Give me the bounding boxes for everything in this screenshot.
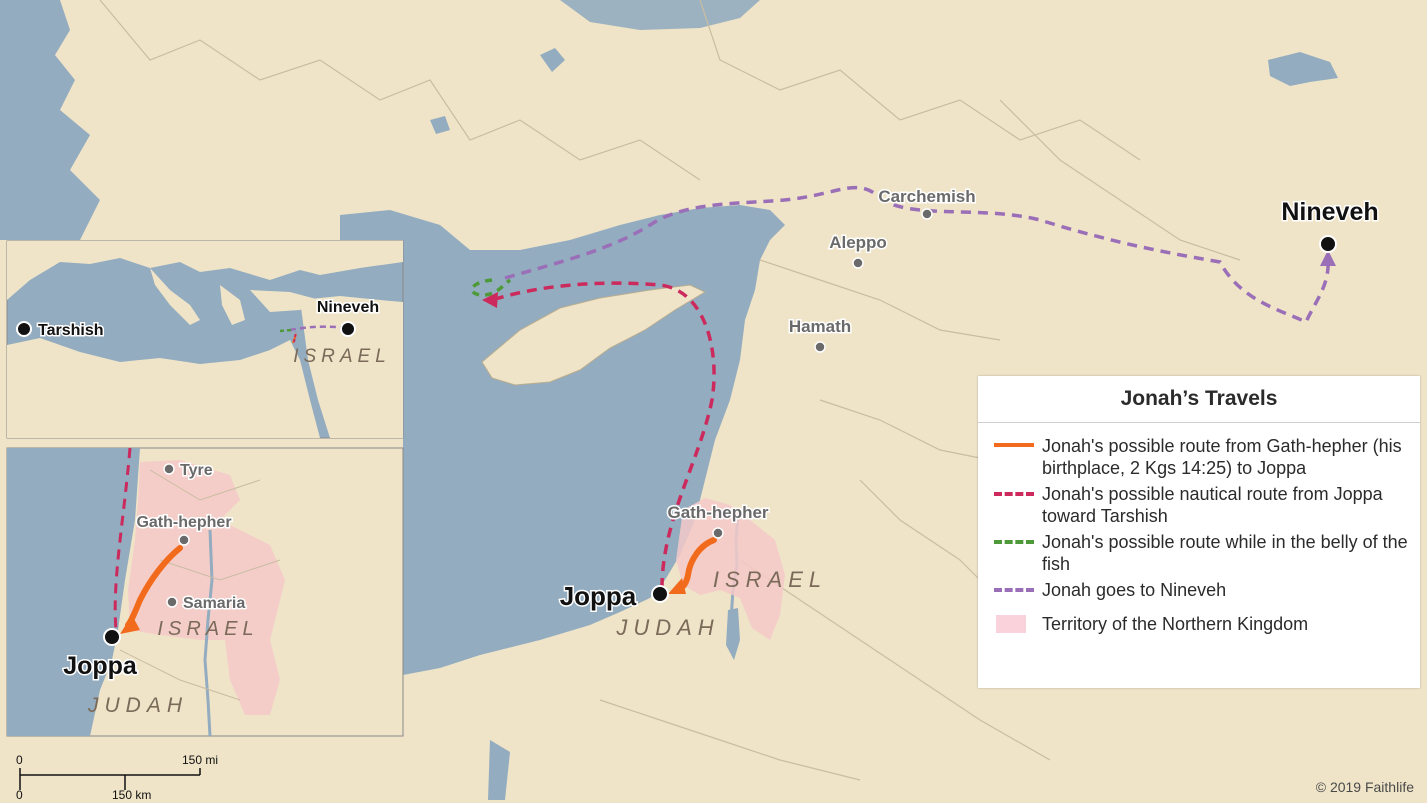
legend-item-purple-route: Jonah goes to Nineveh — [978, 579, 1420, 601]
legend-text: Jonah's possible route while in the bell… — [1042, 532, 1408, 574]
cyprus-island — [481, 284, 707, 386]
black-sea — [560, 0, 760, 30]
legend-text: Jonah's possible route from Gath-hepher … — [1042, 436, 1402, 478]
route-to-nineveh — [504, 185, 1330, 325]
inset-world-dot-tarshish — [16, 321, 32, 337]
legend-swatch-territory — [996, 615, 1026, 633]
inset-world-dot-nineveh — [340, 321, 356, 337]
route-nautical-toward-tarshish — [491, 281, 716, 589]
legend-item-orange-route: Jonah's possible route from Gath-hepher … — [978, 435, 1420, 479]
inset-world-label-israel: ISRAEL — [293, 346, 391, 367]
mediterranean-sea — [340, 205, 785, 675]
inset-detail-dot-samaria — [166, 596, 178, 608]
legend-text: Territory of the Northern Kingdom — [1042, 614, 1309, 634]
aegean-sea — [0, 0, 100, 240]
legend-items: Jonah's possible route from Gath-hepher … — [978, 423, 1420, 635]
inset-detail-dot-joppa — [103, 628, 121, 646]
route-belly-of-fish — [470, 278, 512, 297]
legend-swatch-red — [994, 492, 1034, 496]
city-dot-hamath — [814, 341, 826, 353]
inset-world-label-nineveh: Nineveh — [317, 299, 379, 316]
legend-swatch-purple — [994, 588, 1034, 592]
lake-van — [1268, 52, 1338, 86]
label-joppa: Joppa — [560, 581, 637, 611]
label-israel: ISRAEL — [713, 567, 827, 592]
scale-bar — [19, 768, 201, 790]
inset-detail-label-joppa: Joppa — [63, 652, 138, 680]
inset-detail-map — [6, 447, 404, 737]
red-sea-gulf — [488, 740, 510, 800]
legend-text: Jonah's possible nautical route from Jop… — [1042, 484, 1383, 526]
route-orange-arrowhead — [668, 578, 686, 594]
legend-item-green-route: Jonah's possible route while in the bell… — [978, 531, 1420, 575]
label-nineveh: Nineveh — [1281, 198, 1378, 226]
city-dot-nineveh — [1319, 235, 1337, 253]
label-judah: JUDAH — [615, 615, 719, 640]
inset-detail-dot-tyre — [163, 463, 175, 475]
scale-label-mi: 150 mi — [182, 753, 218, 767]
legend-item-red-route: Jonah's possible nautical route from Jop… — [978, 483, 1420, 527]
route-nautical-arrowhead — [482, 292, 498, 308]
inset-detail-label-tyre: Tyre — [180, 462, 213, 479]
label-gath-hepher: Gath-hepher — [667, 503, 768, 522]
inset-detail-label-samaria: Samaria — [183, 595, 245, 612]
city-dot-gath-hepher — [712, 527, 724, 539]
inset-detail-label-gath-hepher: Gath-hepher — [136, 514, 231, 531]
inset-detail-label-israel: ISRAEL — [157, 618, 258, 640]
label-aleppo: Aleppo — [829, 233, 887, 252]
label-carchemish: Carchemish — [878, 187, 975, 206]
territory-northern-kingdom — [676, 498, 785, 640]
scale-zero-mi: 0 — [16, 753, 23, 767]
legend-swatch-orange — [994, 443, 1034, 447]
inset-detail-label-judah: JUDAH — [87, 694, 188, 717]
scale-zero-km: 0 — [16, 788, 23, 802]
lake-small-2 — [430, 116, 450, 134]
lake-small-1 — [540, 48, 565, 72]
city-dot-carchemish — [921, 208, 933, 220]
copyright: © 2019 Faithlife — [1316, 779, 1414, 795]
route-nineveh-arrowhead — [1320, 250, 1336, 266]
legend: Jonah’s Travels Jonah's possible route f… — [978, 376, 1420, 688]
legend-title: Jonah’s Travels — [978, 376, 1420, 423]
scale-label-km: 150 km — [112, 788, 151, 802]
dead-sea — [726, 608, 740, 660]
inset-world-map — [6, 240, 404, 439]
city-dot-joppa — [651, 585, 669, 603]
legend-item-territory: Territory of the Northern Kingdom — [978, 613, 1420, 635]
label-hamath: Hamath — [789, 317, 851, 336]
legend-text: Jonah goes to Nineveh — [1042, 580, 1227, 600]
legend-swatch-green — [994, 540, 1034, 544]
inset-world-label-tarshish: Tarshish — [38, 322, 104, 339]
inset-detail-dot-gath-hepher — [178, 534, 190, 546]
city-dot-aleppo — [852, 257, 864, 269]
